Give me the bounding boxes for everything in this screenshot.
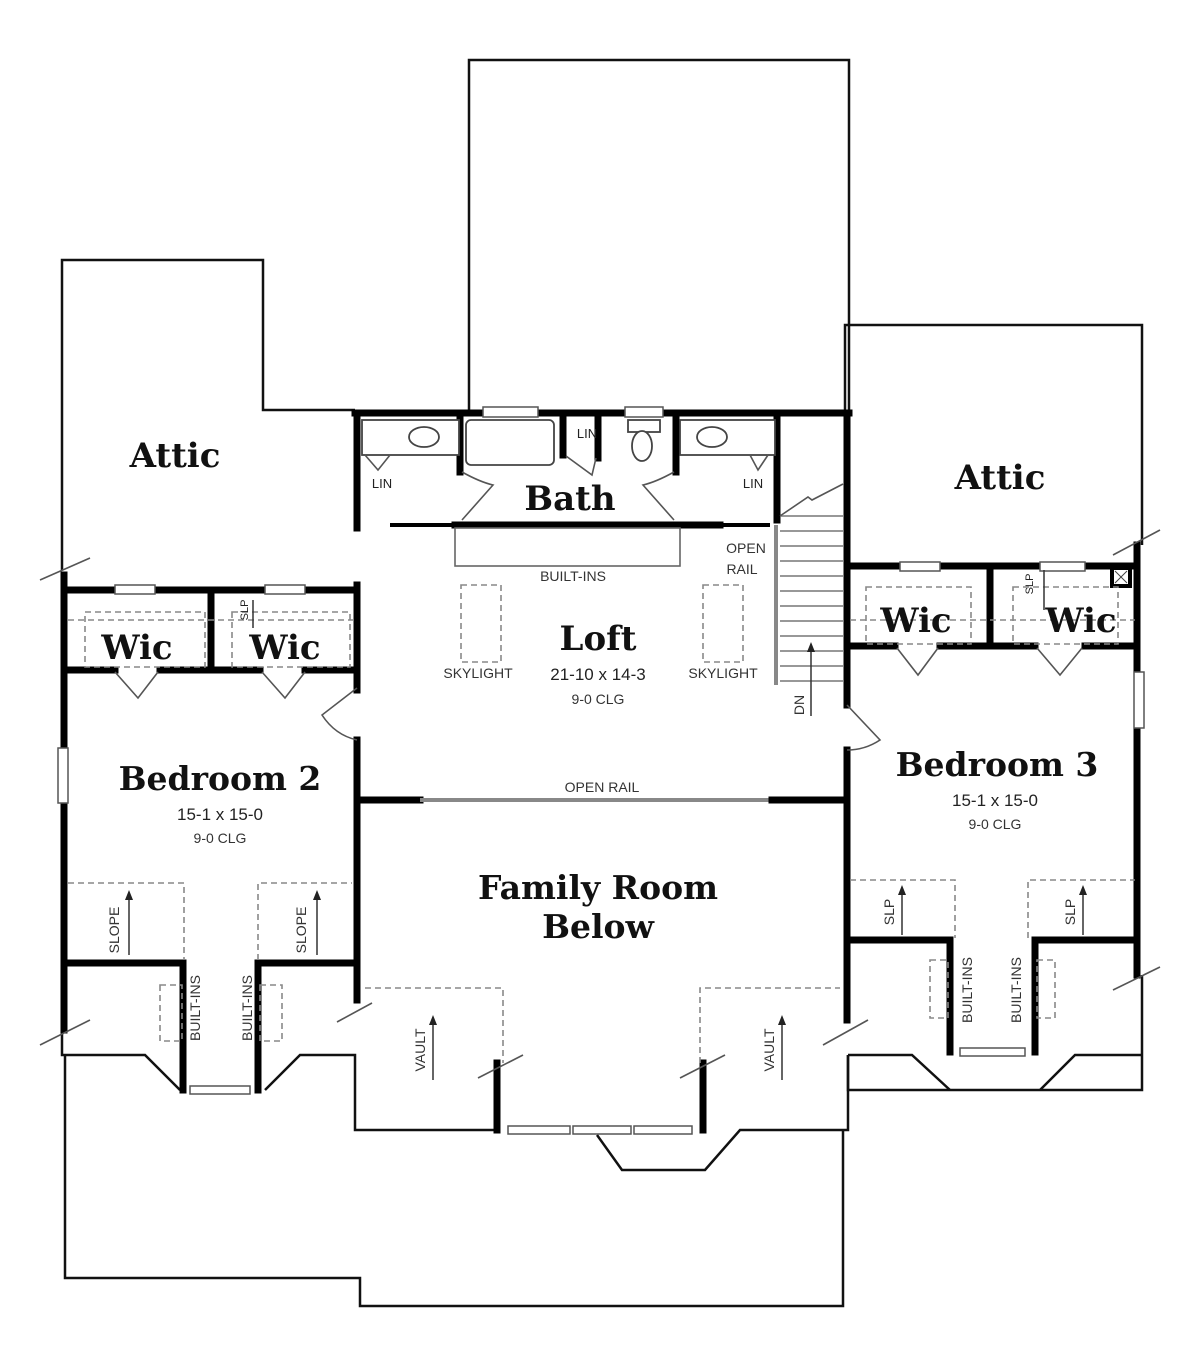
attic-right-label: Attic <box>954 458 1046 498</box>
toilet-icon <box>631 430 653 462</box>
loft-label: Loft <box>560 619 637 659</box>
bedroom-3-dimensions: 15-1 x 15-0 <box>952 791 1038 810</box>
slope-label: SLP <box>1062 899 1078 925</box>
bedroom-3-label: Bedroom 3 <box>896 745 1099 784</box>
bath-fixtures <box>361 419 776 567</box>
built-ins-label: BUILT-INS <box>187 975 203 1041</box>
sink-icon <box>408 426 440 448</box>
sink-icon <box>696 426 728 448</box>
attic-left-label: Attic <box>129 436 221 476</box>
wic-label: Wic <box>248 628 320 668</box>
wic-label: Wic <box>1044 601 1116 641</box>
linen-label: LIN <box>372 476 392 491</box>
slope-label: SLP <box>1024 574 1036 595</box>
skylight-label: SKYLIGHT <box>688 665 758 681</box>
built-ins-label: BUILT-INS <box>959 957 975 1023</box>
open-rail-label: RAIL <box>726 561 757 577</box>
loft-ceiling: 9-0 CLG <box>572 691 625 707</box>
doors <box>114 647 1083 751</box>
loft-dimensions: 21-10 x 14-3 <box>550 665 645 684</box>
vault-label: VAULT <box>761 1028 777 1071</box>
family-room-label: Below <box>542 907 655 946</box>
linen-label: LIN <box>743 476 763 491</box>
open-rail-label: OPEN <box>726 540 766 556</box>
family-room-label: Family Room <box>478 868 718 907</box>
built-ins-label: BUILT-INS <box>1008 957 1024 1023</box>
slope-label: SLOPE <box>293 907 309 954</box>
roof-outlines <box>60 58 1144 1308</box>
wic-label: Wic <box>879 601 951 641</box>
slope-label: SLP <box>239 600 251 621</box>
open-rail-label: OPEN RAIL <box>565 779 640 795</box>
walls <box>60 409 1141 1134</box>
bedroom-2-dimensions: 15-1 x 15-0 <box>177 805 263 824</box>
staircase <box>774 483 844 716</box>
vault-label: VAULT <box>412 1028 428 1071</box>
dashed-areas <box>39 529 1161 1079</box>
bedroom-2-label: Bedroom 2 <box>119 759 322 798</box>
bathtub-icon <box>465 419 555 466</box>
wic-label: Wic <box>100 628 172 668</box>
linen-label: LIN <box>577 426 597 441</box>
stairs-down-label: DN <box>791 695 807 715</box>
bath-label: Bath <box>524 479 615 519</box>
skylight-label: SKYLIGHT <box>443 665 513 681</box>
windows <box>57 406 1145 1135</box>
bedroom-3-ceiling: 9-0 CLG <box>969 816 1022 832</box>
slope-label: SLP <box>881 899 897 925</box>
labels: Attic Attic Bath LIN LIN LIN BUILT-INS O… <box>100 426 1116 1072</box>
slope-arrows <box>125 570 1087 1080</box>
built-ins-label: BUILT-INS <box>540 568 606 584</box>
built-ins-label: BUILT-INS <box>239 975 255 1041</box>
slope-label: SLOPE <box>106 907 122 954</box>
bedroom-2-ceiling: 9-0 CLG <box>194 830 247 846</box>
